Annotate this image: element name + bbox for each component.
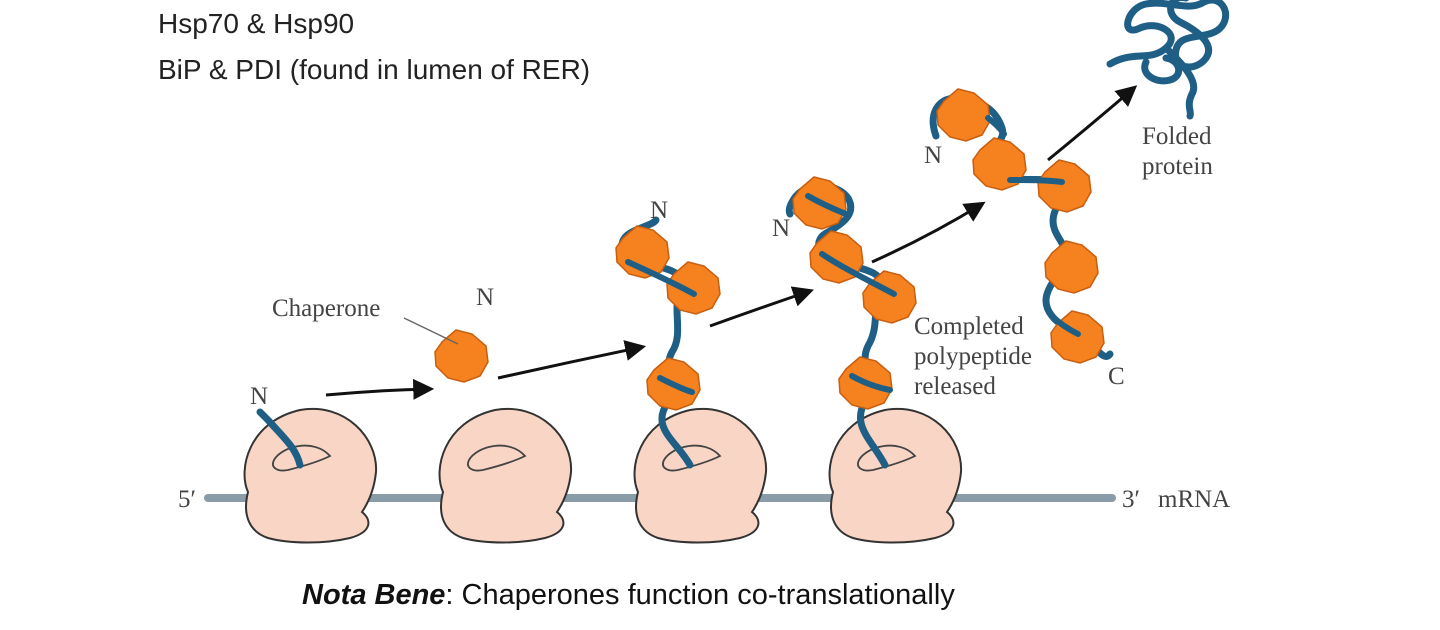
ribosome bbox=[438, 407, 573, 544]
polypeptide bbox=[849, 373, 893, 393]
c-terminus-label: C bbox=[1108, 363, 1125, 390]
polypeptide bbox=[1049, 313, 1081, 337]
three-prime-label: 3′ bbox=[1122, 486, 1140, 513]
heading-line-1: Hsp70 & Hsp90 bbox=[158, 8, 355, 39]
completed-label-2: polypeptide bbox=[914, 343, 1032, 370]
n-terminus-label: N bbox=[250, 383, 268, 410]
heading-line-2: BiP & PDI (found in lumen of RER) bbox=[158, 54, 591, 85]
n-terminus-label: N bbox=[650, 197, 668, 224]
folded-polypeptide bbox=[1106, 0, 1230, 120]
arrow bbox=[709, 286, 814, 328]
folded-label-1: Folded bbox=[1142, 123, 1212, 150]
polypeptide bbox=[819, 251, 897, 297]
folded-protein: Folded protein bbox=[1106, 0, 1230, 180]
n-terminus-label: N bbox=[924, 142, 942, 169]
arrow bbox=[497, 340, 647, 380]
stage-3: N bbox=[615, 197, 768, 544]
chaperone bbox=[1037, 159, 1092, 213]
polypeptide bbox=[657, 375, 695, 395]
nota-bene-text: : Chaperones function co-translationally bbox=[445, 579, 955, 611]
nota-bene-emphasis: Nota Bene bbox=[302, 579, 446, 611]
polypeptide bbox=[985, 115, 1007, 137]
folded-label-2: protein bbox=[1142, 153, 1213, 180]
nota-bene-caption: Nota Bene: Chaperones function co-transl… bbox=[302, 579, 955, 612]
stage-4: N Completed polypeptide released bbox=[772, 176, 1032, 544]
stage-5: N C bbox=[924, 88, 1125, 390]
completed-label-1: Completed bbox=[914, 313, 1024, 340]
n-terminus-label: N bbox=[772, 215, 790, 242]
arrow bbox=[325, 378, 435, 400]
n-terminus-label: N bbox=[476, 284, 494, 311]
ribosome bbox=[243, 407, 378, 544]
stage-1: N bbox=[243, 383, 378, 544]
five-prime-label: 5′ bbox=[178, 486, 196, 513]
mrna-label: mRNA bbox=[1158, 486, 1230, 513]
ribosome bbox=[828, 407, 963, 544]
process-arrows bbox=[325, 85, 1138, 400]
arrow bbox=[1047, 85, 1138, 162]
polypeptide bbox=[1007, 177, 1065, 185]
chaperone bbox=[434, 329, 489, 383]
stage-2: Chaperone N bbox=[272, 284, 573, 544]
ribosome bbox=[633, 407, 768, 544]
chaperone-pointer bbox=[403, 317, 459, 345]
chaperone-label: Chaperone bbox=[272, 295, 380, 322]
polypeptide bbox=[805, 193, 849, 217]
nascent-polypeptide bbox=[256, 408, 304, 469]
completed-label-3: released bbox=[914, 373, 996, 400]
polypeptide bbox=[625, 259, 697, 297]
arrow bbox=[871, 201, 986, 264]
